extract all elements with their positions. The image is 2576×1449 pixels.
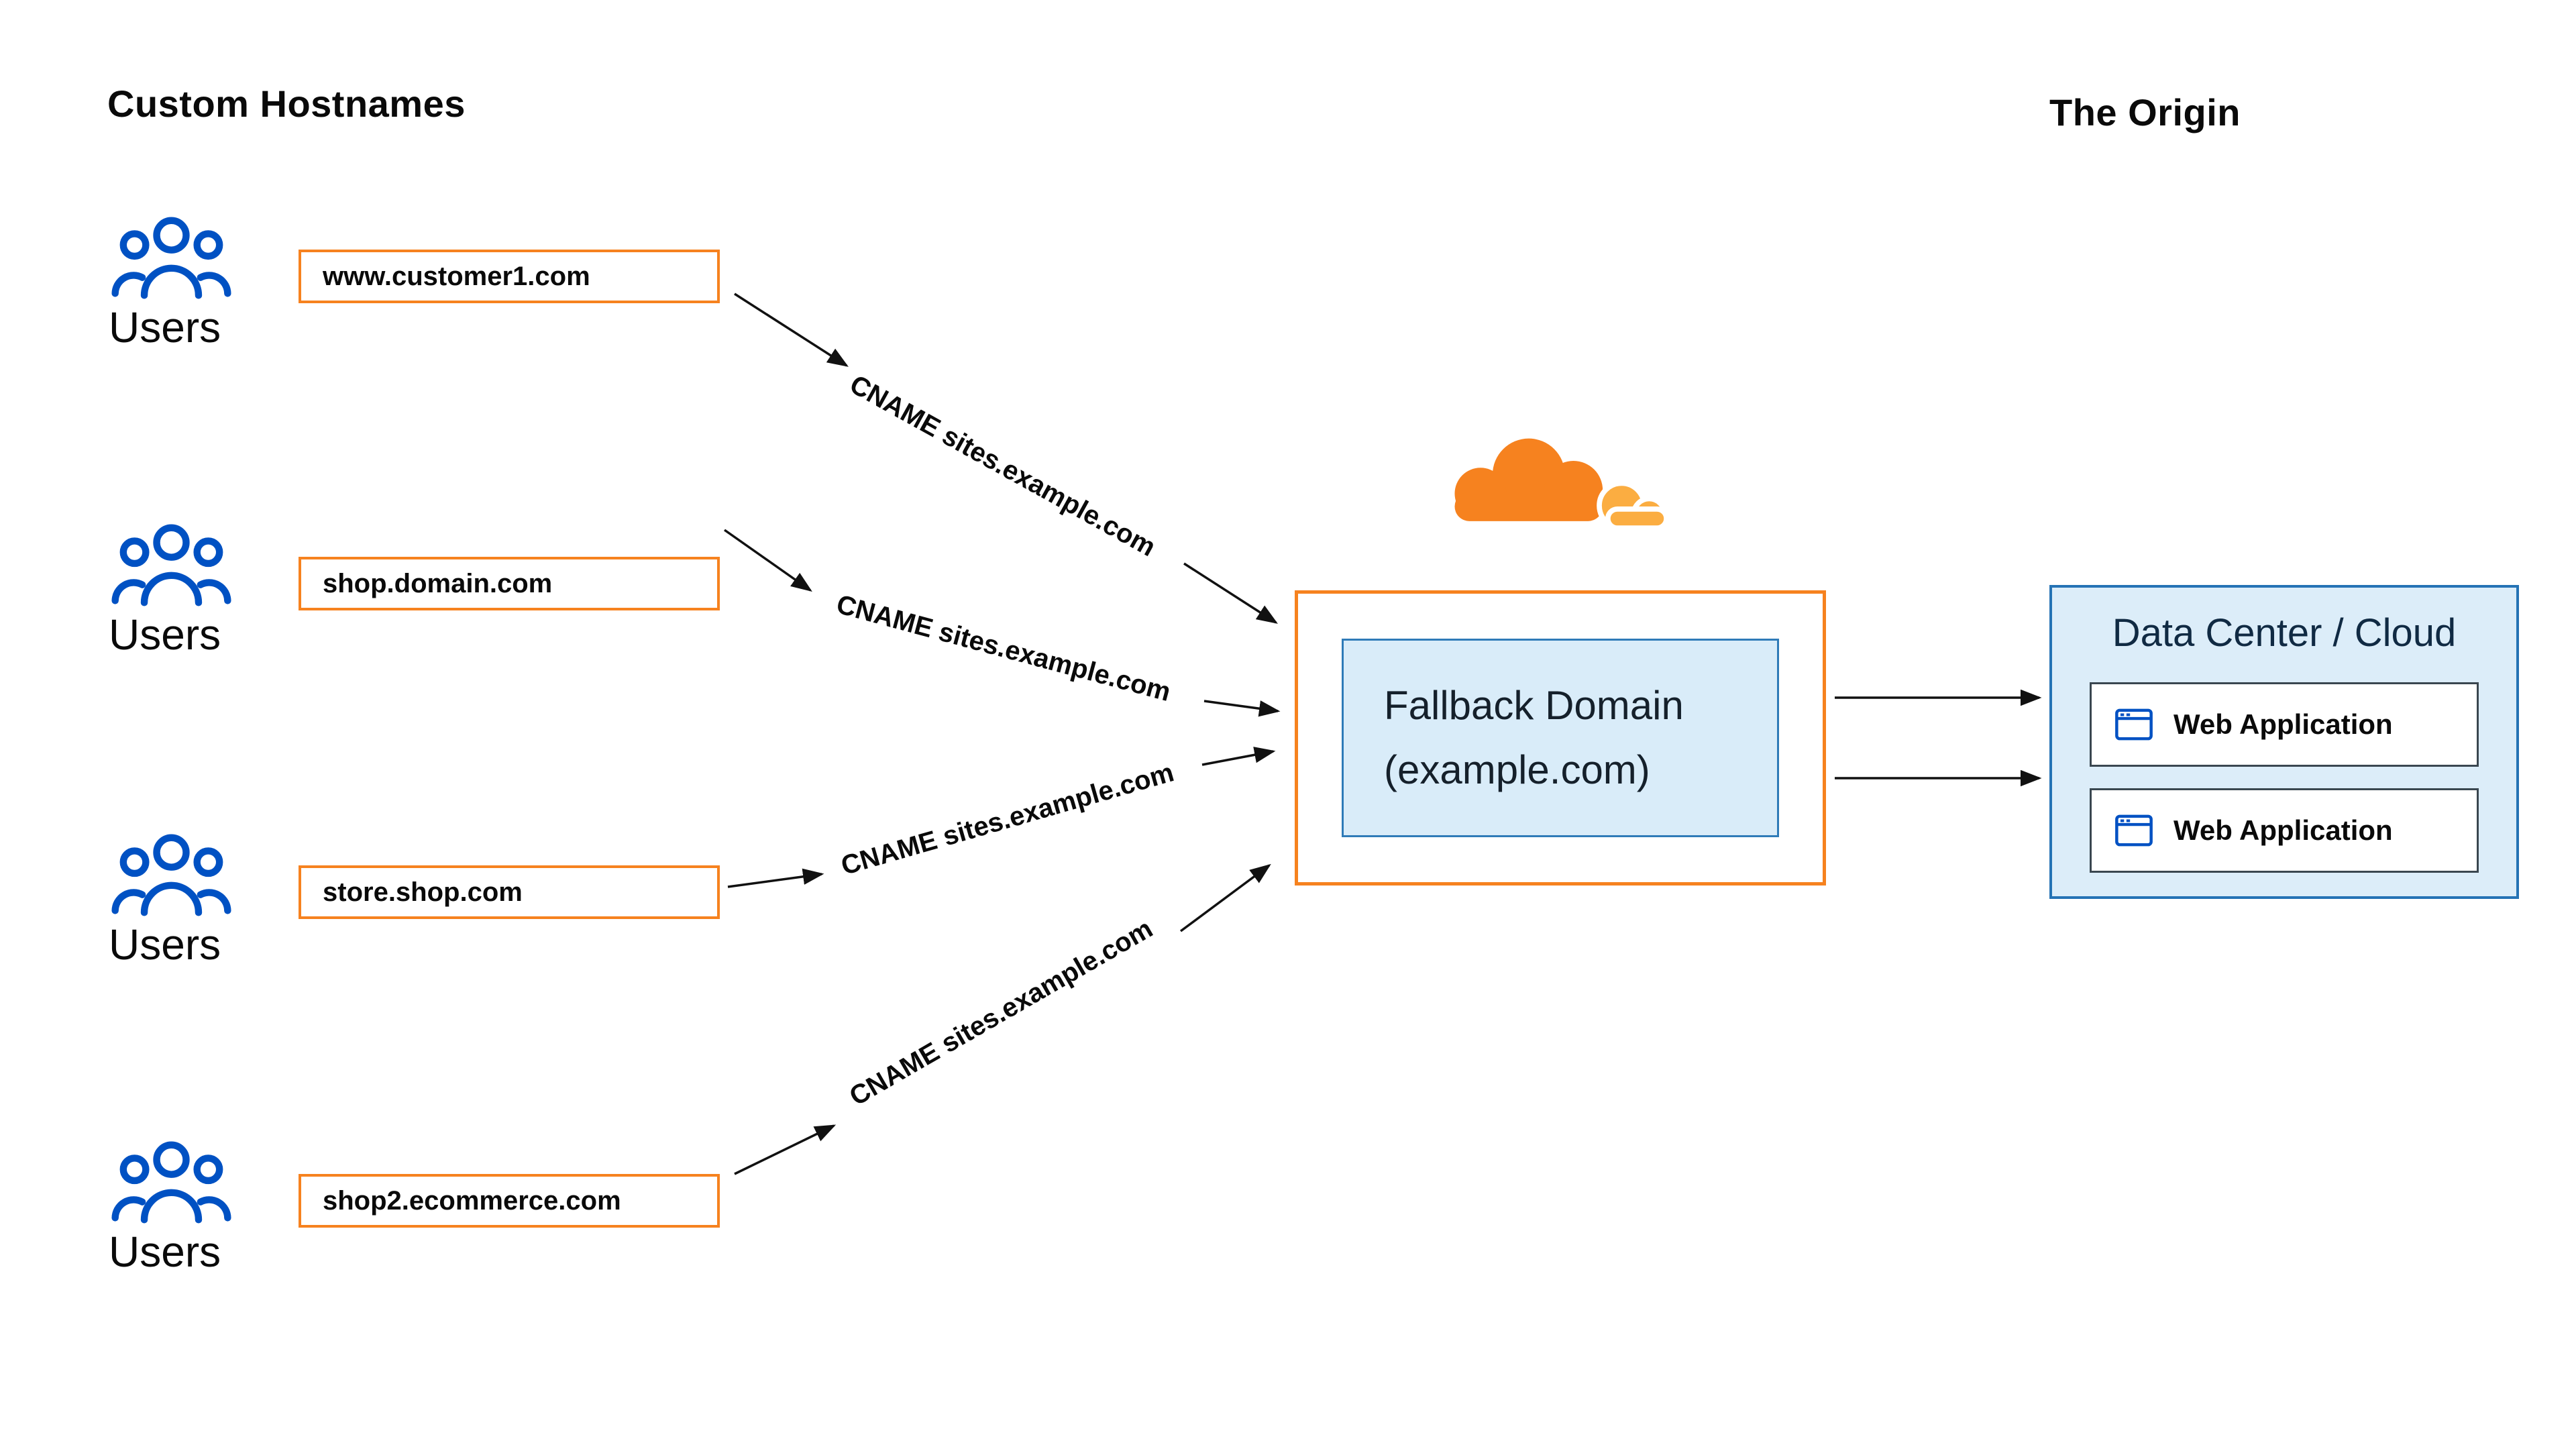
hostname-label: shop.domain.com bbox=[323, 568, 553, 598]
user-group: Users bbox=[101, 1136, 241, 1277]
browser-window-icon bbox=[2115, 708, 2153, 741]
user-group: Users bbox=[101, 519, 241, 659]
browser-window-icon bbox=[2115, 814, 2153, 847]
cname-label-3: CNAME sites.example.com bbox=[837, 757, 1177, 881]
hostname-box-shop-domain: shop.domain.com bbox=[299, 557, 720, 610]
cname-label-2: CNAME sites.example.com bbox=[833, 589, 1174, 708]
data-center-title: Data Center / Cloud bbox=[2112, 611, 2457, 655]
fallback-domain-box: Fallback Domain (example.com) bbox=[1342, 639, 1779, 837]
cname-label-1: CNAME sites.example.com bbox=[845, 369, 1161, 563]
web-application-box: Web Application bbox=[2090, 682, 2479, 767]
data-center-box: Data Center / Cloud Web Application Web … bbox=[2049, 585, 2519, 899]
web-application-label: Web Application bbox=[2174, 814, 2393, 846]
users-label: Users bbox=[109, 610, 221, 659]
user-group: Users bbox=[101, 212, 241, 352]
custom-hostnames-heading: Custom Hostnames bbox=[107, 83, 466, 125]
users-label: Users bbox=[109, 920, 221, 969]
fallback-domain-line2: (example.com) bbox=[1384, 747, 1650, 792]
users-group-icon bbox=[111, 524, 231, 606]
users-group-icon bbox=[111, 217, 231, 299]
origin-heading: The Origin bbox=[2049, 91, 2241, 133]
user-group: Users bbox=[101, 829, 241, 969]
users-label: Users bbox=[109, 303, 221, 352]
hostname-label: store.shop.com bbox=[323, 877, 523, 907]
web-application-box: Web Application bbox=[2090, 788, 2479, 873]
cname-label-4: CNAME sites.example.com bbox=[845, 914, 1158, 1112]
hostname-box-shop2-ecommerce: shop2.ecommerce.com bbox=[299, 1174, 720, 1228]
web-application-label: Web Application bbox=[2174, 708, 2393, 740]
users-label: Users bbox=[109, 1228, 221, 1276]
hostname-label: www.customer1.com bbox=[323, 261, 590, 291]
hostname-box-store-shop: store.shop.com bbox=[299, 865, 720, 919]
cloudflare-logo-icon bbox=[1429, 421, 1690, 552]
users-group-icon bbox=[111, 1141, 231, 1224]
hostname-box-customer1: www.customer1.com bbox=[299, 250, 720, 303]
hostname-label: shop2.ecommerce.com bbox=[323, 1185, 621, 1216]
users-group-icon bbox=[111, 834, 231, 916]
fallback-domain-line1: Fallback Domain bbox=[1384, 683, 1684, 728]
